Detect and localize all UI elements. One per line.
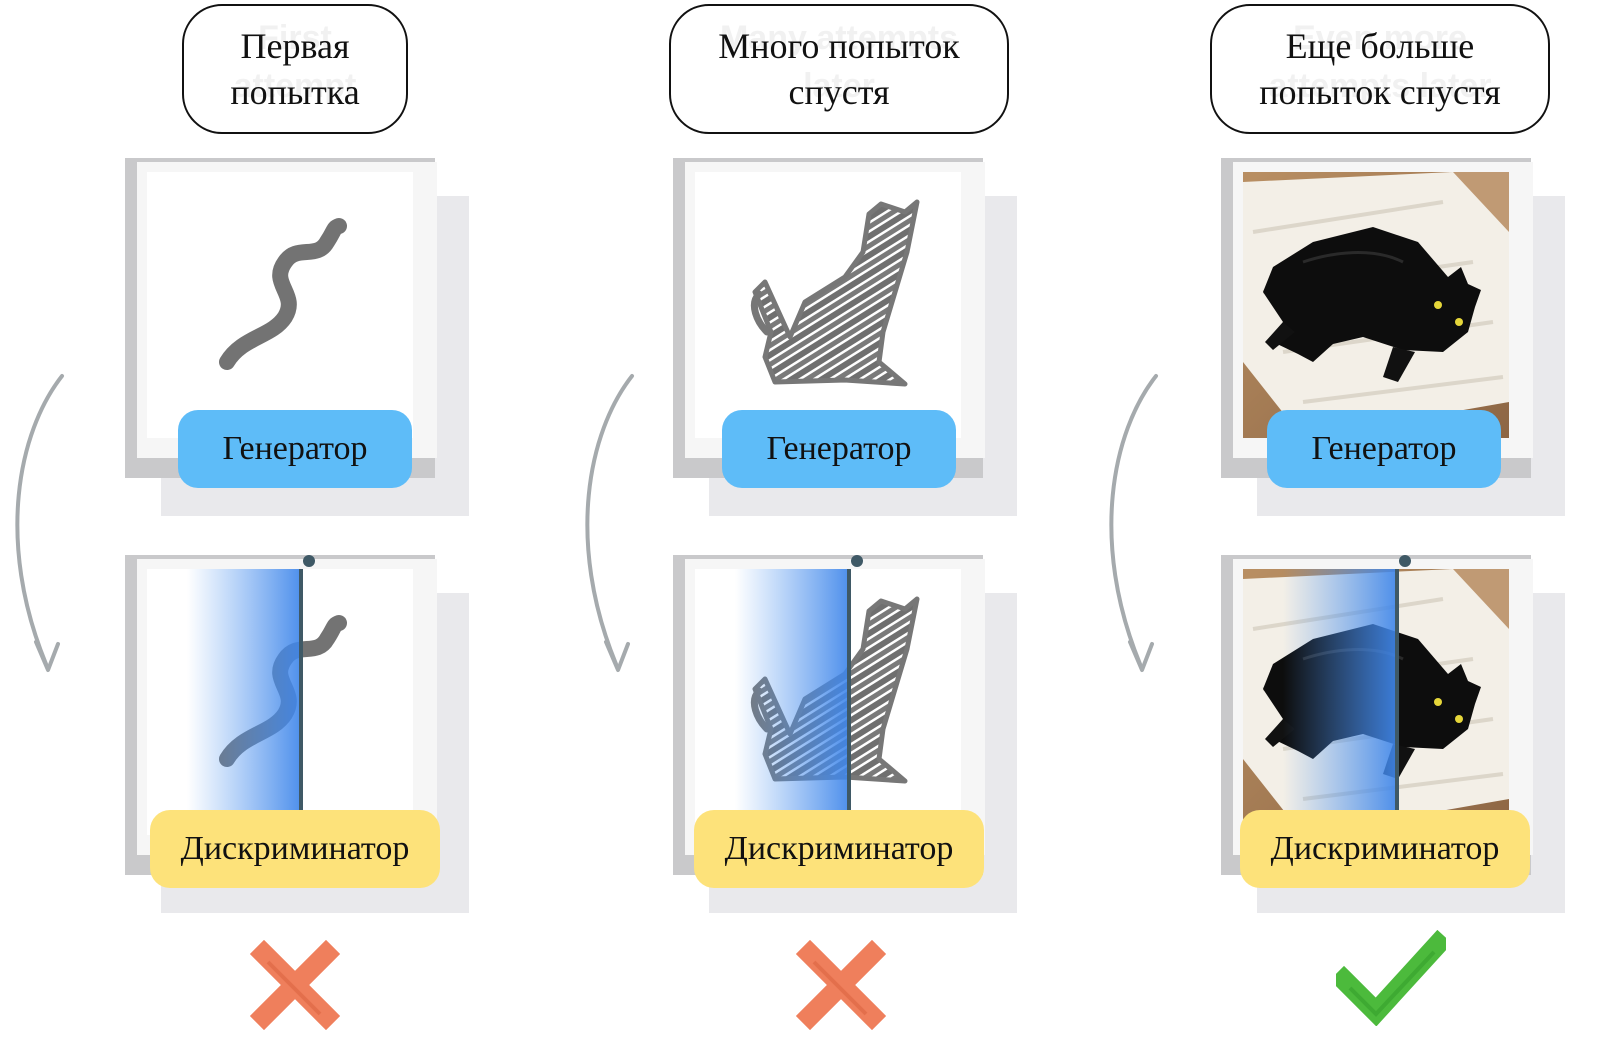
title-line-1: Первая — [240, 26, 350, 66]
curved-arrow-icon — [15, 374, 64, 672]
discriminated-cat-sketch-image — [695, 569, 961, 835]
title-line-1: Еще больше — [1285, 26, 1475, 66]
generator-card — [125, 158, 470, 523]
cross-icon — [796, 940, 886, 1030]
column-3-title: Even more attempts later Еще больше попы… — [1210, 4, 1550, 134]
generated-squiggle-image — [147, 172, 413, 438]
title-line-1: Много попыток — [718, 26, 960, 66]
title-text: Первая попытка — [230, 23, 359, 115]
discriminator-label: Дискриминатор — [694, 810, 984, 888]
scan-handle-icon — [1399, 555, 1411, 567]
generator-label: Генератор — [722, 410, 956, 488]
curved-arrow-icon — [1109, 374, 1158, 672]
generator-label: Генератор — [178, 410, 412, 488]
scan-handle-icon — [851, 555, 863, 567]
column-2-title: Many attempts later Много попыток спустя — [669, 4, 1009, 134]
generated-cat-photo-image — [1243, 172, 1509, 438]
discriminated-squiggle-image — [147, 569, 413, 835]
generator-card — [1221, 158, 1566, 523]
title-line-2: попыток спустя — [1259, 72, 1501, 112]
discriminator-label: Дискриминатор — [150, 810, 440, 888]
title-text: Много попыток спустя — [718, 23, 960, 115]
generator-label: Генератор — [1267, 410, 1501, 488]
scan-handle-icon — [303, 555, 315, 567]
title-line-2: спустя — [788, 72, 890, 112]
title-text: Еще больше попыток спустя — [1259, 23, 1501, 115]
discriminated-cat-photo-image — [1243, 569, 1509, 835]
discriminator-label: Дискриминатор — [1240, 810, 1530, 888]
column-1-title: First attempt Первая попытка — [182, 4, 408, 134]
curved-arrow-icon — [585, 374, 634, 672]
title-line-2: попытка — [230, 72, 360, 112]
generated-cat-sketch-image — [695, 172, 961, 438]
check-icon — [1336, 930, 1446, 1026]
cross-icon — [250, 940, 340, 1030]
